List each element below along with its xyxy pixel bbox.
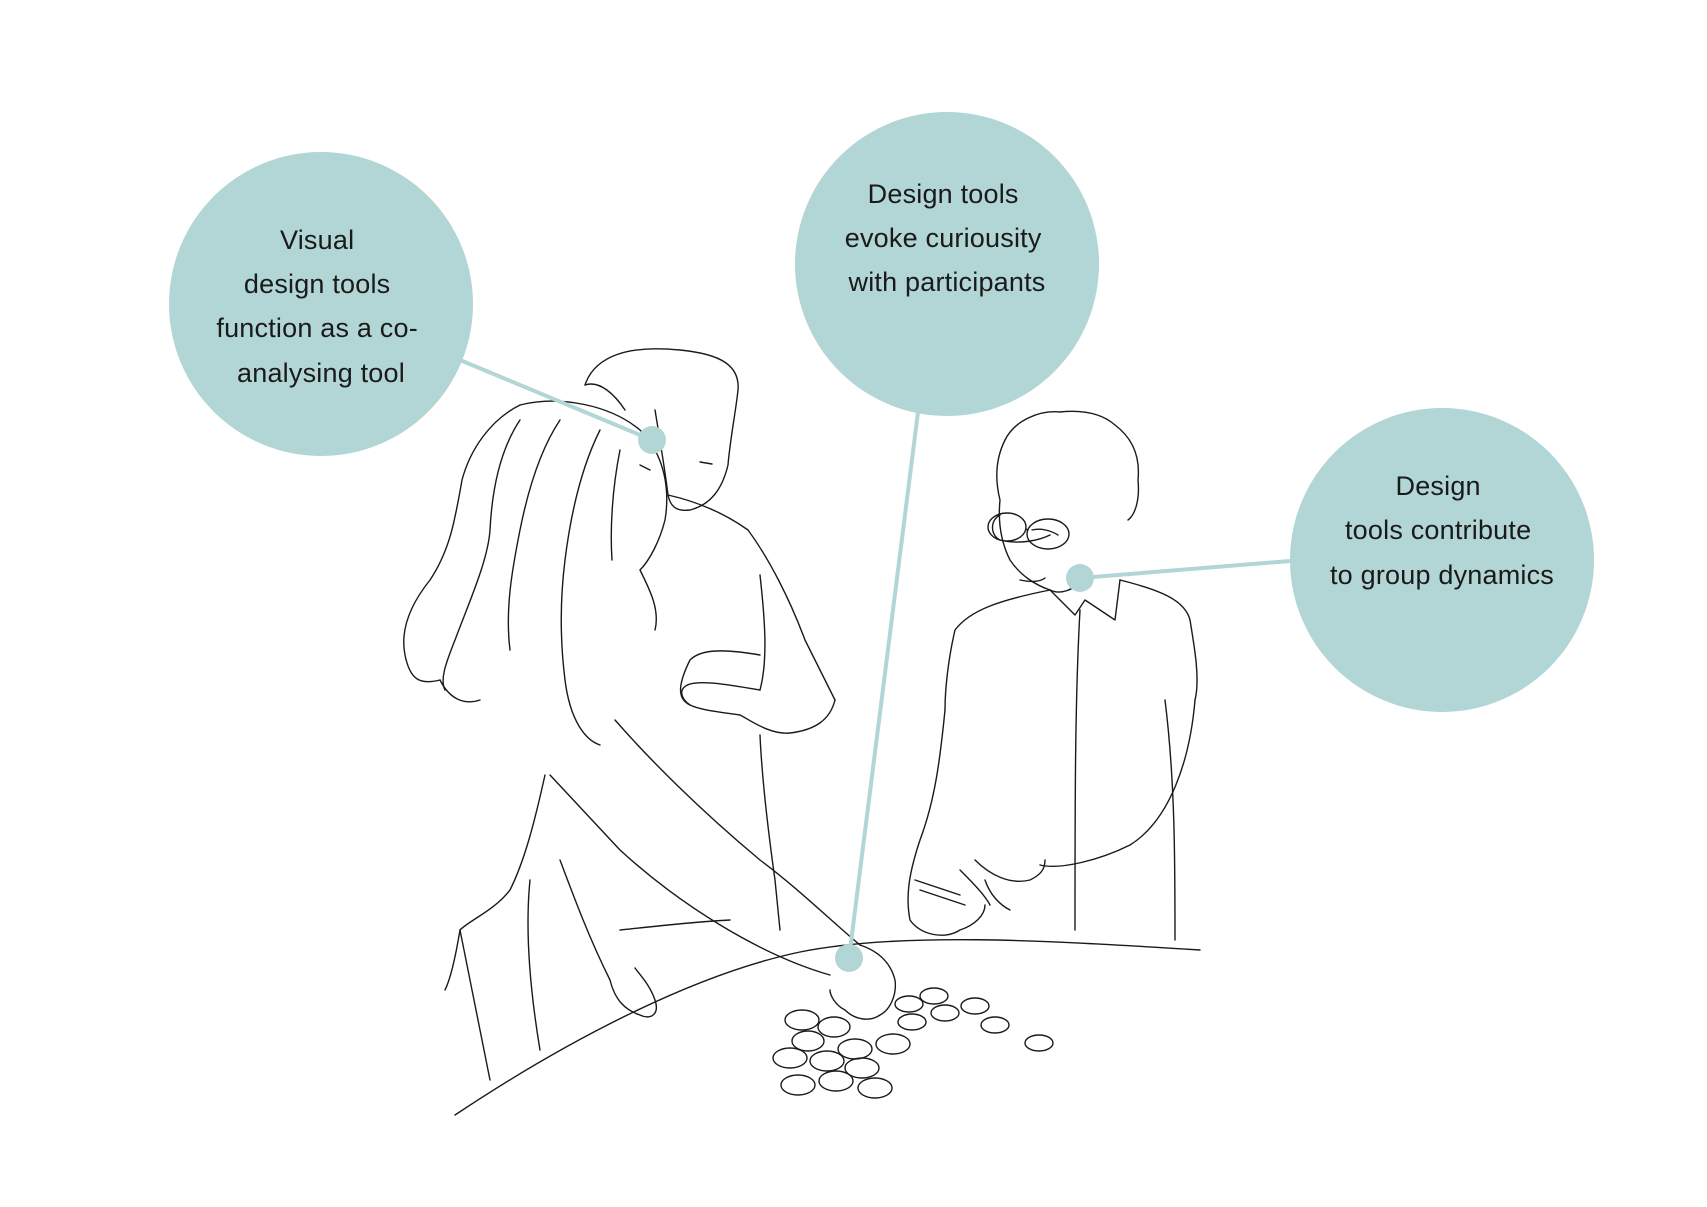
connector-co-analysing — [459, 358, 653, 442]
callout-line: Design — [1396, 471, 1481, 501]
callout-line: to group dynamics — [1330, 560, 1554, 590]
front-person-drawing — [403, 400, 897, 1081]
callout-line: Visual — [280, 225, 354, 255]
bubble-circle — [169, 152, 473, 456]
callout-text: Visual design tools function as a co- an… — [216, 225, 425, 388]
game-pieces — [772, 987, 1054, 1099]
anchor-dot-curiosity — [835, 944, 863, 972]
callout-line: design tools — [244, 269, 391, 299]
callout-line: with participants — [848, 267, 1046, 297]
callout-line: function as a co- — [216, 313, 418, 343]
callout-co-analysing: Visual design tools function as a co- an… — [169, 152, 473, 456]
callout-line: tools contribute — [1345, 515, 1531, 545]
bubble-circle — [1290, 408, 1594, 712]
anchor-dots — [638, 426, 1094, 972]
line-illustration — [403, 348, 1201, 1116]
callout-curiosity: Design tools evoke curiousity with parti… — [795, 112, 1099, 416]
anchor-dot-co-analysing — [638, 426, 666, 454]
callout-text: Design tools evoke curiousity with parti… — [845, 179, 1050, 297]
back-person-drawing — [584, 348, 836, 931]
bubble-circle — [795, 112, 1099, 416]
callout-line: analysing tool — [237, 358, 405, 388]
callout-connectors — [459, 358, 1291, 959]
connector-curiosity — [847, 411, 920, 959]
callout-line: Design tools — [868, 179, 1019, 209]
anchor-dot-group-dynamics — [1066, 564, 1094, 592]
connector-group-dynamics — [1079, 559, 1291, 580]
callout-group-dynamics: Design tools contribute to group dynamic… — [1290, 408, 1594, 712]
elderly-woman-drawing — [907, 410, 1198, 941]
glasses-drawing — [987, 512, 1070, 550]
callout-text: Design tools contribute to group dynamic… — [1330, 471, 1554, 590]
table-drawing — [454, 938, 1201, 1116]
callout-line: evoke curiousity — [845, 223, 1042, 253]
